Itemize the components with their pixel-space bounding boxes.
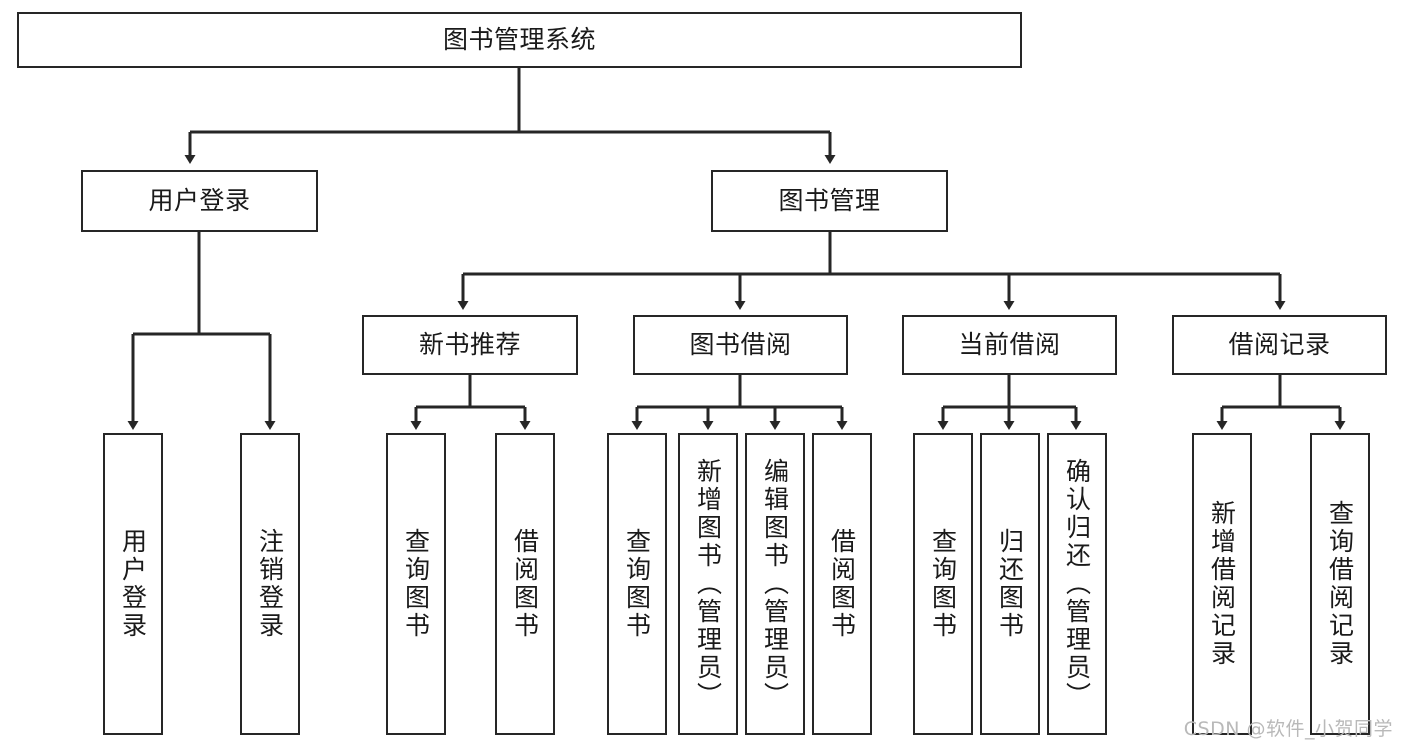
node-book-borrow[interactable]: 图书借阅 [633,315,848,375]
node-leaf-add-book-label: 新增图书（管理员） [693,458,723,710]
node-leaf-query-record[interactable]: 查询借阅记录 [1310,433,1370,735]
node-leaf-add-book[interactable]: 新增图书（管理员） [678,433,738,735]
node-root[interactable]: 图书管理系统 [17,12,1022,68]
node-leaf-query-book-3-label: 查询图书 [928,528,958,640]
node-root-label: 图书管理系统 [442,24,596,54]
node-leaf-add-record[interactable]: 新增借阅记录 [1192,433,1252,735]
node-leaf-query-book-3[interactable]: 查询图书 [913,433,973,735]
node-leaf-query-book-2[interactable]: 查询图书 [607,433,667,735]
node-current-borrow[interactable]: 当前借阅 [902,315,1117,375]
node-leaf-confirm-return[interactable]: 确认归还（管理员） [1047,433,1107,735]
node-leaf-user-login[interactable]: 用户登录 [103,433,163,735]
node-leaf-edit-book-label: 编辑图书（管理员） [760,458,790,710]
node-leaf-confirm-return-label: 确认归还（管理员） [1062,458,1092,710]
node-leaf-add-record-label: 新增借阅记录 [1207,500,1237,668]
node-leaf-return-book-label: 归还图书 [995,528,1025,640]
node-leaf-borrow-book-1[interactable]: 借阅图书 [495,433,555,735]
node-leaf-logout[interactable]: 注销登录 [240,433,300,735]
node-leaf-borrow-book-1-label: 借阅图书 [510,528,540,640]
node-leaf-query-book-1[interactable]: 查询图书 [386,433,446,735]
node-leaf-query-book-2-label: 查询图书 [622,528,652,640]
node-borrow-record[interactable]: 借阅记录 [1172,315,1387,375]
node-book-management[interactable]: 图书管理 [711,170,948,232]
node-leaf-borrow-book-2[interactable]: 借阅图书 [812,433,872,735]
node-leaf-logout-label: 注销登录 [255,528,285,640]
node-leaf-query-record-label: 查询借阅记录 [1325,500,1355,668]
node-leaf-edit-book[interactable]: 编辑图书（管理员） [745,433,805,735]
csdn-watermark: CSDN @软件_小贺同学 [1183,718,1393,740]
node-book-management-label: 图书管理 [778,185,881,215]
node-book-borrow-label: 图书借阅 [689,329,792,359]
node-new-book-recommend-label: 新书推荐 [418,329,521,359]
node-leaf-user-login-label: 用户登录 [118,528,148,640]
node-leaf-query-book-1-label: 查询图书 [401,528,431,640]
node-user-login-label: 用户登录 [148,185,251,215]
node-user-login[interactable]: 用户登录 [81,170,318,232]
node-borrow-record-label: 借阅记录 [1228,329,1331,359]
node-leaf-borrow-book-2-label: 借阅图书 [827,528,857,640]
node-leaf-return-book[interactable]: 归还图书 [980,433,1040,735]
node-new-book-recommend[interactable]: 新书推荐 [362,315,578,375]
node-current-borrow-label: 当前借阅 [958,329,1061,359]
